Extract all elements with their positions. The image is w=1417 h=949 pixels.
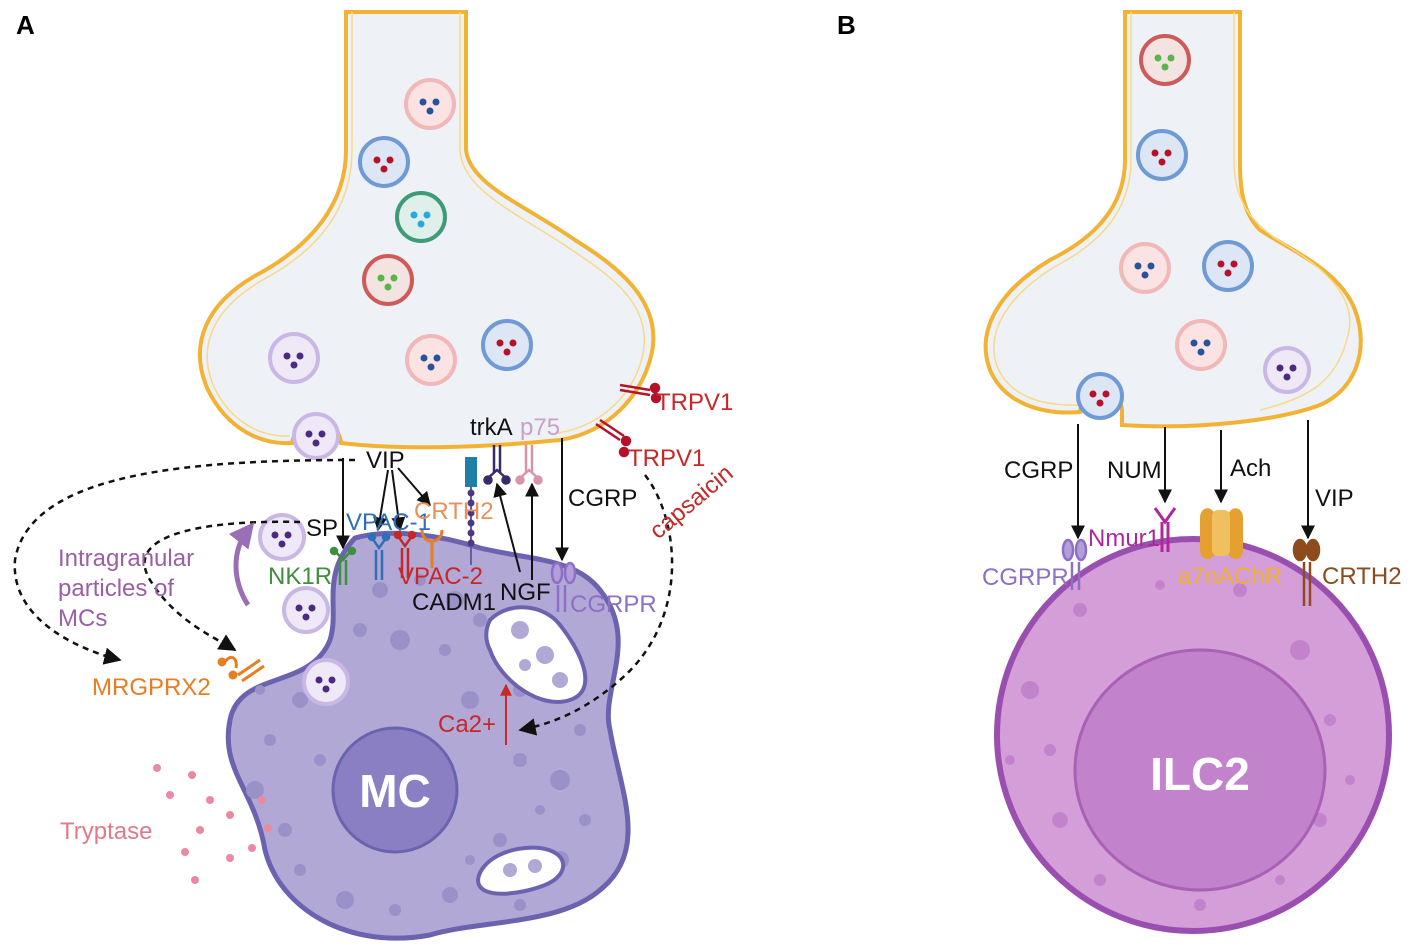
vesicle [268, 332, 320, 384]
cgrpr-receptor-a [550, 561, 577, 612]
ilc2-label: ILC2 [1150, 748, 1250, 800]
panel-b: ILC2 CGRP NUM Ach VIP [982, 10, 1402, 934]
vesicle [1139, 34, 1191, 86]
label-nk1r: NK1R [268, 563, 332, 590]
vpac1-receptor [367, 532, 391, 580]
dashed-pathways-a [13, 458, 674, 736]
panel-label-b: B [837, 10, 856, 40]
label-tryptase: Tryptase [60, 818, 152, 845]
label-ngf: NGF [500, 579, 551, 606]
vesicle [358, 136, 410, 188]
vesicle [1175, 319, 1227, 371]
label-cadm1: CADM1 [412, 589, 496, 616]
vacuole [475, 845, 566, 896]
release-arrow [228, 522, 255, 607]
mc-nucleus [331, 726, 459, 854]
label-crth2-b: CRTH2 [1322, 563, 1402, 590]
mrgprx2-receptor [217, 655, 265, 683]
ilc2-nucleus [1073, 648, 1327, 892]
nk1r-receptor [329, 546, 357, 585]
tryptase-particles [153, 764, 272, 884]
cadm1-adhesion [465, 457, 477, 565]
label-mrgprx2: MRGPRX2 [92, 674, 211, 701]
mc-granule-vesicle [258, 513, 306, 561]
label-p75: p75 [520, 414, 560, 441]
crth2-receptor-a [420, 529, 444, 568]
vesicle [1263, 346, 1311, 394]
label-trka: trkA [470, 414, 513, 441]
label-a7nachr: a7nAChR [1178, 563, 1282, 590]
crth2-receptor-b [1292, 538, 1321, 606]
arrows-panel-b [1071, 420, 1315, 540]
label-crth2-a: CRTH2 [414, 498, 494, 525]
vesicle [292, 412, 340, 460]
label-vip-b: VIP [1315, 485, 1354, 512]
mc-label: MC [359, 765, 431, 817]
vpac2-receptor [393, 530, 417, 578]
label-num: NUM [1107, 457, 1162, 484]
panel-a: MC [13, 10, 739, 941]
vesicle [395, 191, 447, 243]
label-sp: SP [306, 515, 338, 542]
label-cgrpr-a: CGRPR [570, 591, 657, 618]
vesicle [404, 78, 456, 130]
mc-granule-vesicle [282, 586, 330, 634]
label-vpac1: VPAC-1 [346, 509, 431, 536]
trpv1-channel [595, 418, 632, 458]
vesicle [481, 319, 533, 371]
a7nachr-channel [1200, 508, 1243, 559]
label-intragranular-3: MCs [58, 605, 107, 632]
arrows-panel-a [336, 438, 569, 580]
label-vip-a: VIP [366, 447, 405, 474]
vesicle [1119, 242, 1171, 294]
vesicle [405, 334, 457, 386]
p75-receptor [515, 445, 543, 485]
label-vpac2: VPAC-2 [398, 563, 483, 590]
label-cgrpr-b: CGRPR [982, 564, 1069, 591]
label-ach: Ach [1230, 455, 1271, 482]
ilc2-granules [1005, 580, 1355, 911]
vesicle [1136, 129, 1188, 181]
label-calcium: Ca2+ [438, 711, 496, 738]
mast-cell-granules [246, 574, 591, 916]
vesicle [362, 254, 414, 306]
vesicle [1202, 240, 1254, 292]
vesicle [1076, 372, 1124, 420]
label-capsaicin: capsaicin [645, 460, 739, 545]
trpv1-channel [619, 382, 662, 404]
label-nmur1: Nmur1 [1088, 525, 1160, 552]
panel-label-a: A [16, 10, 35, 40]
mc-granule-vesicle [302, 658, 350, 706]
label-trpv1-mid: TRPV1 [628, 445, 705, 472]
nmur1-receptor [1153, 507, 1177, 552]
trka-receptor [483, 445, 511, 485]
label-cgrp-a: CGRP [568, 485, 637, 512]
cgrpr-receptor-b [1061, 538, 1088, 590]
label-trpv1-top: TRPV1 [656, 389, 733, 416]
label-intragranular-2: particles of [58, 575, 174, 602]
label-intragranular-1: Intragranular [58, 545, 194, 572]
label-cgrp-b: CGRP [1004, 457, 1073, 484]
